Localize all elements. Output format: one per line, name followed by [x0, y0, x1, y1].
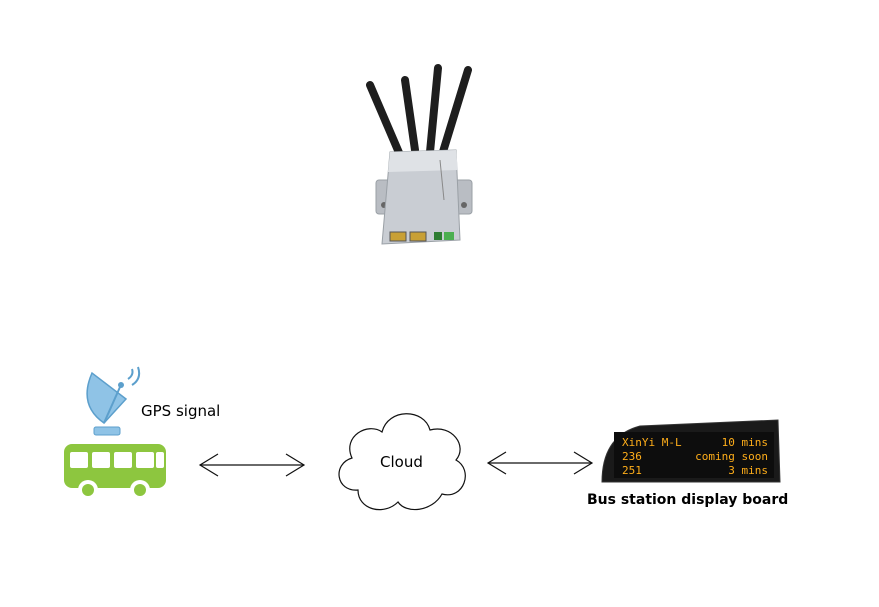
antenna-4	[438, 66, 472, 159]
board-line-3-route: 251	[622, 464, 642, 477]
router-device	[366, 64, 473, 245]
display-board-label: Bus station display board	[587, 492, 789, 508]
router-body	[381, 149, 461, 245]
satellite-dish-icon	[86, 366, 141, 436]
router-port-1	[389, 231, 407, 242]
cloud-icon	[338, 413, 466, 511]
router-port-3	[434, 232, 442, 240]
board-line-2-route: 236	[622, 450, 642, 463]
antenna-3	[426, 64, 442, 156]
antenna-2	[401, 76, 419, 154]
board-line-2-eta: coming soon	[695, 450, 768, 463]
double-arrow-left	[198, 453, 306, 477]
bus-icon	[64, 444, 166, 500]
display-board: XinYi M-L 10 mins 236 coming soon 251 3 …	[601, 419, 781, 483]
cloud-label: Cloud	[380, 453, 423, 471]
board-line-1-route: XinYi M-L	[622, 436, 682, 449]
antenna-group	[366, 64, 472, 159]
board-line-3-eta: 3 mins	[728, 464, 768, 477]
router-port-2	[409, 231, 427, 242]
board-line-1-eta: 10 mins	[722, 436, 768, 449]
antenna-1	[366, 81, 404, 159]
double-arrow-right	[486, 451, 594, 475]
gps-signal-label: GPS signal	[141, 402, 221, 420]
